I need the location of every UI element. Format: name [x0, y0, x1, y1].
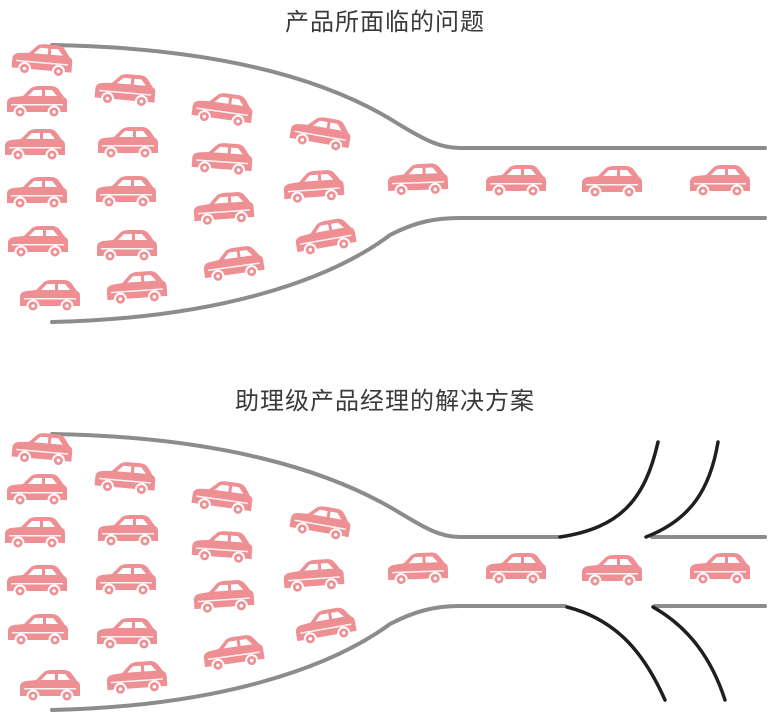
car-icon [191, 528, 254, 566]
cars-top-panel [5, 41, 750, 313]
car-icon [582, 555, 642, 588]
car-icon [288, 112, 354, 155]
car-icon [8, 226, 68, 259]
car-icon [387, 162, 449, 198]
car-icon [105, 659, 168, 697]
car-icon [20, 280, 80, 313]
car-icon [97, 230, 157, 263]
car-icon [98, 515, 158, 548]
car-icon [201, 633, 266, 674]
car-icon [192, 190, 255, 228]
car-icon [5, 517, 65, 550]
car-icon [20, 670, 80, 703]
car-icon [387, 551, 449, 587]
car-icon [201, 244, 266, 285]
road-top-panel [50, 43, 767, 324]
car-icon [582, 166, 642, 199]
car-icon [690, 553, 750, 586]
car-icon [288, 501, 354, 544]
car-icon [98, 127, 158, 160]
car-icon [8, 614, 68, 647]
car-icon [192, 578, 255, 616]
car-icon [7, 86, 67, 119]
car-icon [190, 477, 255, 518]
car-icon [190, 89, 255, 130]
car-icon [7, 565, 67, 598]
car-icon [690, 165, 750, 198]
car-icon [96, 176, 156, 209]
car-icon [191, 140, 254, 178]
panel-title-solution: 助理级产品经理的解决方案 [235, 387, 535, 415]
car-icon [292, 605, 358, 648]
car-icon [282, 557, 345, 595]
cars-bottom-panel [5, 430, 750, 703]
car-icon [105, 269, 168, 307]
car-icon [94, 71, 157, 110]
car-icon [96, 564, 156, 597]
car-icon [486, 553, 546, 586]
car-icon [7, 474, 67, 507]
branch-exits [558, 440, 727, 702]
car-icon [7, 177, 67, 210]
car-icon [282, 168, 345, 206]
car-icon [292, 216, 358, 259]
panel-title-problem: 产品所面临的问题 [285, 8, 485, 36]
car-icon [486, 165, 546, 198]
road-bottom-panel [50, 432, 767, 712]
car-icon [97, 618, 157, 651]
car-icon [94, 459, 157, 498]
car-icon [5, 129, 65, 162]
